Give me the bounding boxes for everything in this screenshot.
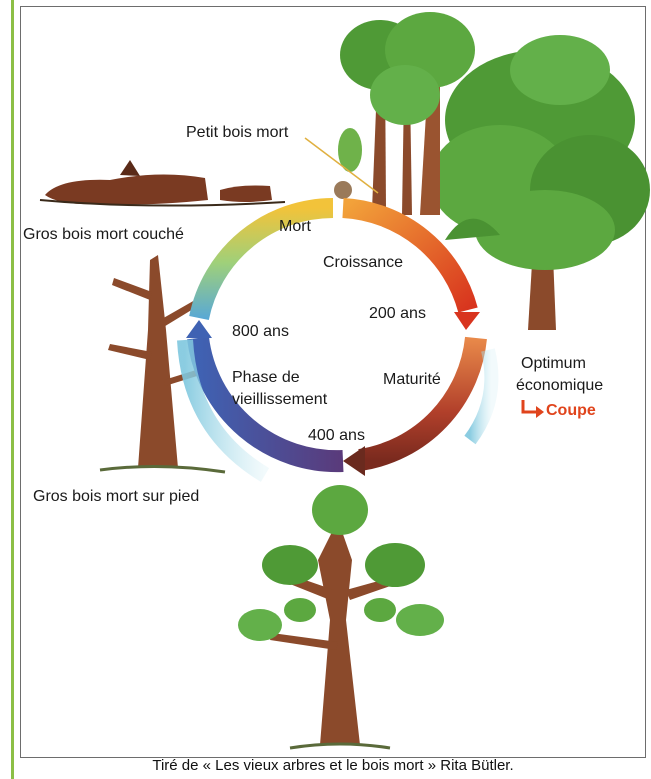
label-petit-bois-mort: Petit bois mort (186, 124, 288, 142)
label-coupe: Coupe (546, 402, 596, 420)
label-mort: Mort (279, 218, 311, 236)
label-croissance: Croissance (323, 254, 403, 272)
label-400-ans: 400 ans (308, 427, 365, 445)
label-gros-bois-mort-couche: Gros bois mort couché (23, 226, 184, 244)
coupe-arrow-icon (523, 400, 538, 412)
figure-caption: Tiré de « Les vieux arbres et le bois mo… (20, 757, 646, 774)
label-phase-de: Phase de (232, 369, 300, 387)
fallen-log-illustration (40, 160, 285, 206)
label-maturite: Maturité (383, 371, 441, 389)
coupe-arrowhead-icon (536, 406, 544, 418)
old-tree-illustration (238, 485, 444, 748)
label-vieillissement: vieillissement (232, 391, 327, 409)
label-200-ans: 200 ans (369, 305, 426, 323)
label-800-ans: 800 ans (232, 323, 289, 341)
label-optimum: Optimum (521, 355, 586, 373)
label-economique: économique (516, 377, 603, 395)
label-gros-bois-mort-sur-pied: Gros bois mort sur pied (33, 488, 199, 506)
